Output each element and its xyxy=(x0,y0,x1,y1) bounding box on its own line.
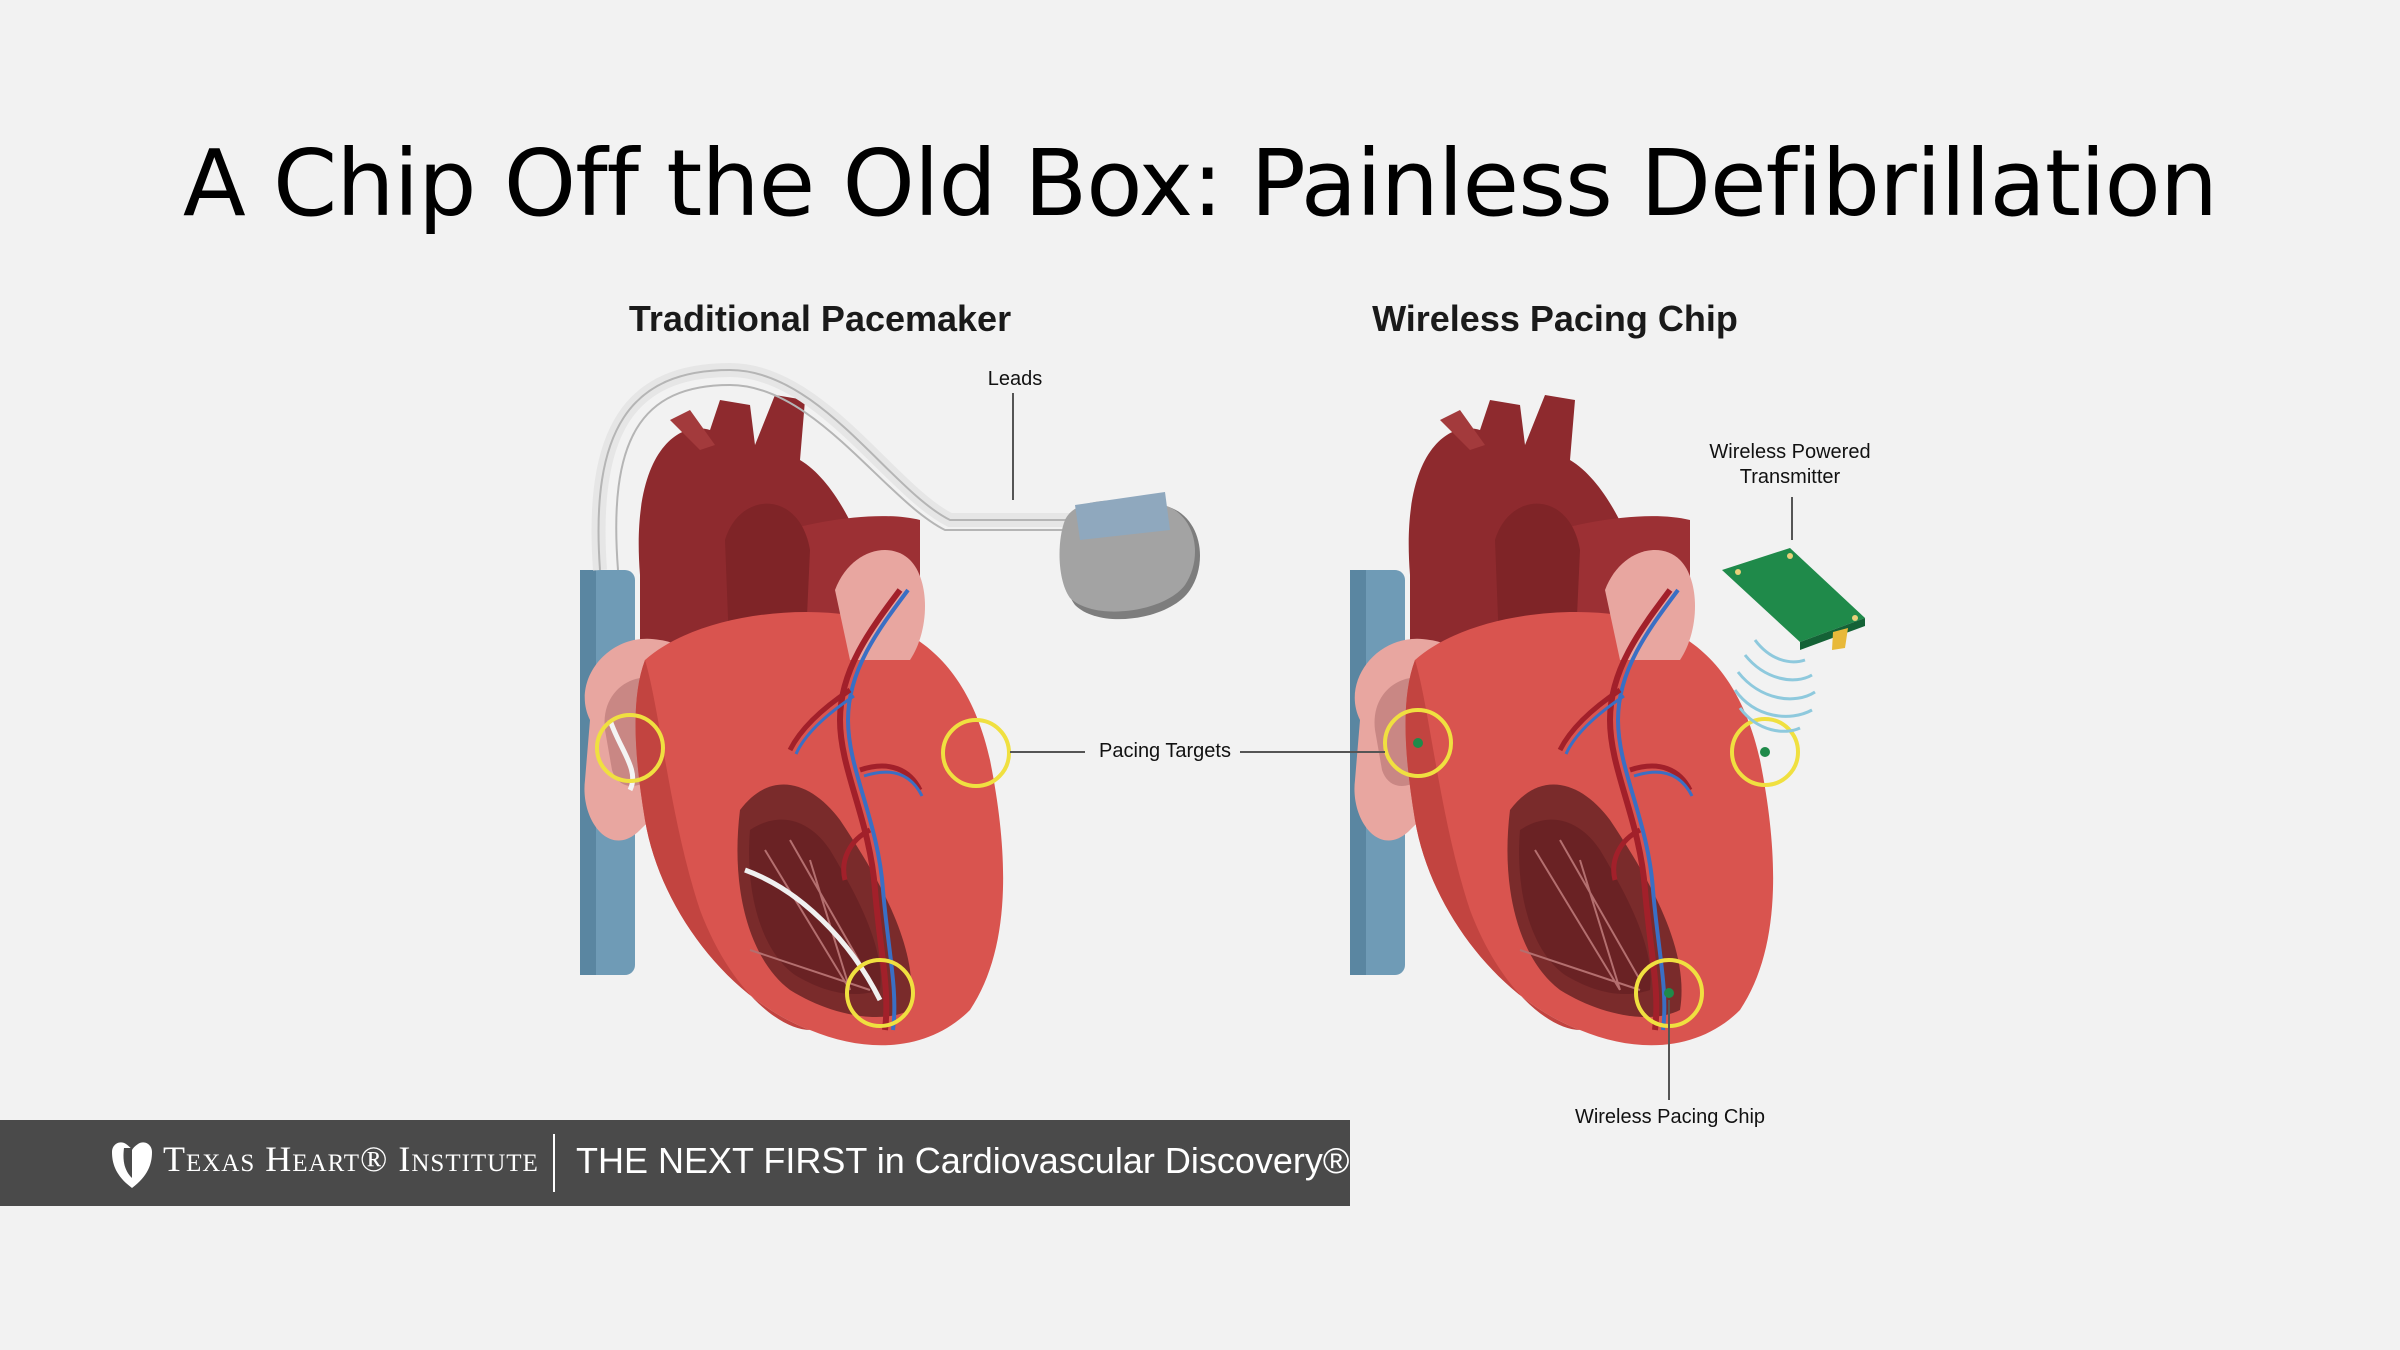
target-ring xyxy=(845,958,915,1028)
footer-banner: Texas Heart® Institute THE NEXT FIRST in… xyxy=(0,1120,1350,1206)
target-ring xyxy=(1383,708,1453,778)
transmitter-board-icon xyxy=(1722,548,1865,650)
chip-label: Wireless Pacing Chip xyxy=(1574,1106,1766,1128)
target-ring xyxy=(941,718,1011,788)
footer-divider xyxy=(553,1134,555,1192)
panel-title-traditional: Traditional Pacemaker xyxy=(628,298,1012,339)
institute-name: Texas Heart® Institute xyxy=(163,1139,539,1179)
pacing-targets-label: Pacing Targets xyxy=(1099,740,1231,762)
target-ring xyxy=(1730,717,1800,787)
pacemaker-device-icon xyxy=(1059,492,1200,620)
panel-title-wireless: Wireless Pacing Chip xyxy=(1372,298,1738,339)
footer-tagline: THE NEXT FIRST in Cardiovascular Discove… xyxy=(576,1140,1350,1181)
slide-title: A Chip Off the Old Box: Painless Defibri… xyxy=(182,130,2218,237)
wireless-wave-icon xyxy=(1733,639,1816,733)
heart-shield-logo-icon xyxy=(112,1142,152,1188)
wireless-heart xyxy=(1350,395,1800,1045)
target-ring xyxy=(595,713,665,783)
leads-label: Leads xyxy=(987,368,1043,390)
traditional-heart xyxy=(580,362,1070,1045)
